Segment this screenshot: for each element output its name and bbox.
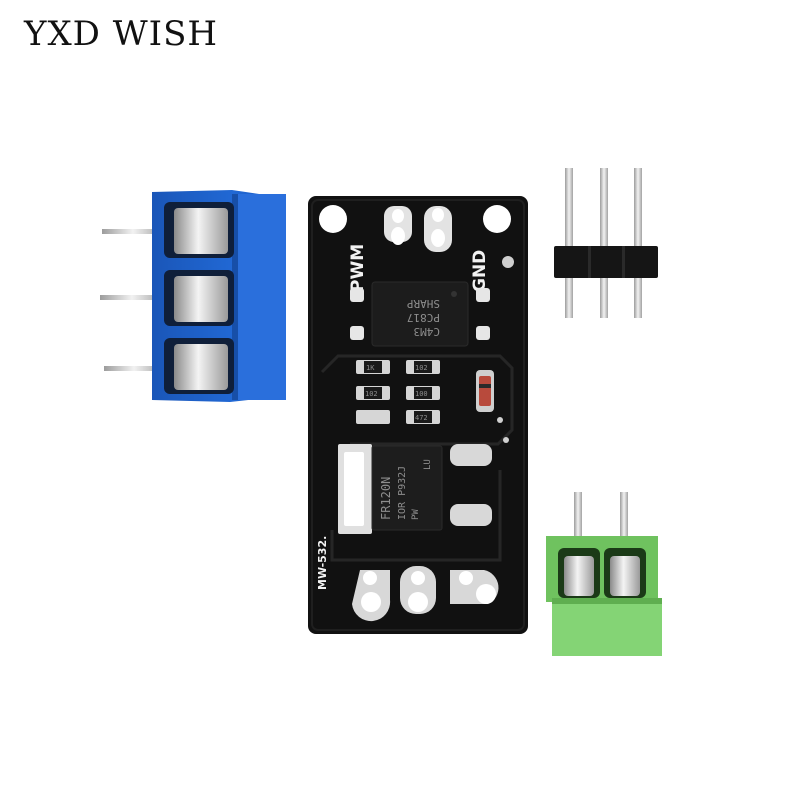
header-pin: [634, 168, 642, 318]
smd-pad: [356, 410, 390, 424]
terminal-pin: [620, 492, 628, 542]
header-pin: [600, 168, 608, 318]
blue-screw-terminal: [100, 190, 286, 402]
screw-clamp: [604, 548, 646, 598]
svg-text:FR120N: FR120N: [379, 477, 393, 520]
screw-clamp: [164, 202, 234, 258]
header-pads: [384, 206, 514, 268]
svg-text:472: 472: [415, 414, 428, 422]
svg-text:C4M3: C4M3: [414, 325, 441, 338]
svg-text:100: 100: [415, 390, 428, 398]
svg-text:102: 102: [415, 364, 428, 372]
model-label: MW-532.: [316, 536, 329, 590]
mounting-hole: [483, 205, 511, 233]
terminal-pin: [104, 366, 164, 371]
smd-resistor: 472: [406, 410, 440, 424]
optocoupler-chip: SHARP PC817 C4M3: [350, 281, 490, 347]
svg-text:102: 102: [365, 390, 378, 398]
terminal-pin: [102, 229, 164, 234]
gnd-label: GND: [470, 250, 490, 292]
pin-header: [554, 168, 658, 318]
output-pad: [450, 570, 499, 604]
screw-clamp: [164, 338, 234, 394]
smd-resistor: 102: [356, 386, 390, 400]
header-pin: [565, 168, 573, 318]
smd-resistor: 1K: [356, 360, 390, 374]
green-screw-terminal: [546, 492, 662, 656]
output-pad: [352, 570, 391, 622]
svg-text:LU: LU: [423, 459, 433, 470]
output-pad: [400, 566, 436, 614]
terminal-pin: [100, 295, 164, 300]
screw-clamp: [164, 270, 234, 326]
svg-text:PC817: PC817: [407, 311, 440, 324]
smd-diode: [476, 370, 494, 412]
smd-resistor: 100: [406, 386, 440, 400]
mounting-hole: [319, 205, 347, 233]
screw-clamp: [558, 548, 600, 598]
brand-watermark: YXD WISH: [24, 14, 219, 54]
svg-text:SHARP: SHARP: [407, 297, 440, 310]
svg-text:IOR P932J: IOR P932J: [397, 466, 408, 520]
mosfet-chip: FR120N IOR P932J PW LU: [338, 444, 492, 534]
svg-text:1K: 1K: [366, 364, 375, 372]
svg-text:PW: PW: [411, 509, 421, 520]
smd-resistor: 102: [406, 360, 440, 374]
terminal-pin: [574, 492, 582, 542]
mosfet-driver-board: PWM GND SHARP PC817 C4M3 1K 102: [308, 196, 528, 634]
pwm-label: PWM: [348, 244, 368, 292]
